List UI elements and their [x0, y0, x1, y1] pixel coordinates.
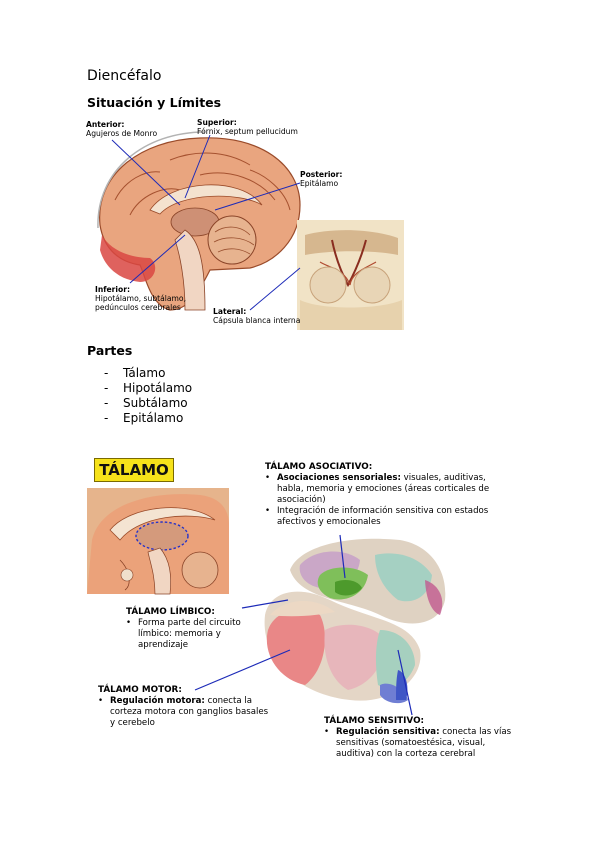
label-superior: Superior: Fórnix, septum pellucidum	[197, 118, 298, 136]
label-talamo-asociativo: TÁLAMO ASOCIATIVO: • Asociaciones sensor…	[265, 462, 490, 527]
document-title: Diencéfalo	[87, 68, 162, 84]
list-item: -Epitálamo	[104, 411, 184, 425]
label-talamo-limbico: TÁLAMO LÍMBICO: • Forma parte del circui…	[126, 607, 241, 650]
talamo-badge: TÁLAMO	[94, 458, 174, 482]
list-item: -Subtálamo	[104, 396, 188, 410]
list-item: -Tálamo	[104, 366, 166, 380]
section-heading-partes: Partes	[87, 343, 133, 358]
label-anterior: Anterior: Agujeros de Monro	[86, 120, 158, 138]
label-lateral: Lateral: Cápsula blanca interna	[213, 307, 301, 325]
label-talamo-motor: TÁLAMO MOTOR: • Regulación motora: conec…	[98, 685, 269, 728]
label-talamo-sensitivo: TÁLAMO SENSITIVO: • Regulación sensitiva…	[324, 716, 512, 759]
label-inferior: Inferior: Hipotálamo, subtálamo, pedúncu…	[95, 285, 186, 312]
parts-list: -Tálamo -Hipotálamo -Subtálamo -Epitálam…	[104, 366, 192, 426]
list-item: -Hipotálamo	[104, 381, 193, 395]
section-heading-situacion: Situación y Límites	[87, 95, 222, 110]
label-posterior: Posterior: Epitálamo	[300, 170, 343, 188]
